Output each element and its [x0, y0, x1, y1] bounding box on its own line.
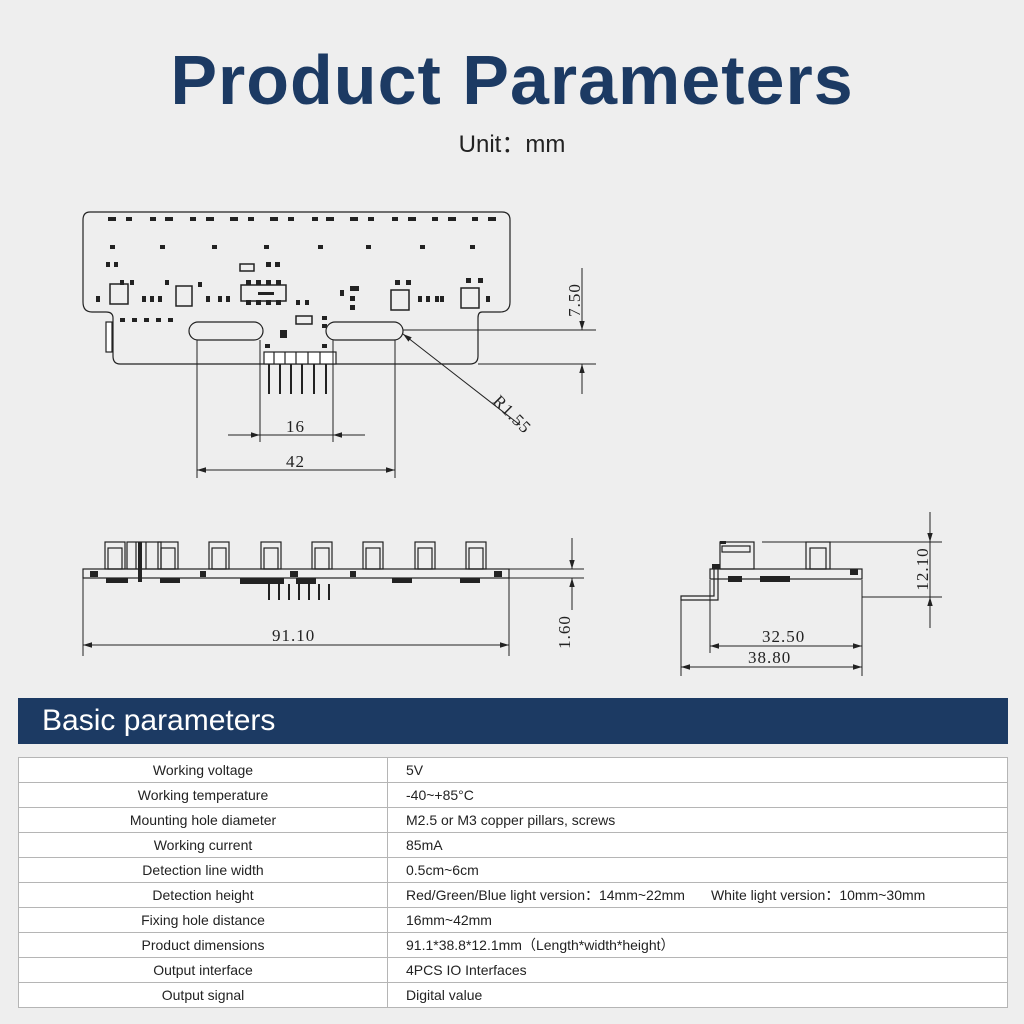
param-key: Product dimensions — [18, 932, 388, 958]
param-key: Output interface — [18, 957, 388, 983]
table-row: Detection line width 0.5cm~6cm — [18, 857, 1008, 883]
basic-parameters-header: Basic parameters — [18, 698, 1008, 744]
table-row: Working temperature -40~+85°C — [18, 782, 1008, 808]
param-key: Detection height — [18, 882, 388, 908]
table-row: Working voltage 5V — [18, 757, 1008, 783]
param-value-secondary: White light version：10mm~30mm — [710, 887, 926, 903]
param-value: 4PCS IO Interfaces — [387, 957, 1008, 983]
dim-12-10: 12.10 — [913, 547, 932, 590]
param-key: Working voltage — [18, 757, 388, 783]
page-title: Product Parameters — [170, 41, 854, 119]
dim-32-50: 32.50 — [762, 627, 805, 646]
table-row: Mounting hole diameter M2.5 or M3 copper… — [18, 807, 1008, 833]
front-parts — [90, 542, 502, 600]
table-row: Detection height Red/Green/Blue light ve… — [18, 882, 1008, 908]
mount-slot-left — [188, 321, 264, 341]
dim-7-50: 7.50 — [565, 283, 584, 317]
ic-chips — [109, 263, 480, 325]
param-value: 0.5cm~6cm — [387, 857, 1008, 883]
top-view — [82, 211, 511, 394]
dim-91-10: 91.10 — [272, 626, 315, 645]
smd-parts — [96, 262, 490, 348]
param-key: Working temperature — [18, 782, 388, 808]
param-key: Working current — [18, 832, 388, 858]
dim-42: 42 — [286, 452, 305, 471]
led-pads — [108, 217, 496, 249]
param-value: M2.5 or M3 copper pillars, screws — [387, 807, 1008, 833]
dim-16: 16 — [286, 417, 305, 436]
param-value: Digital value — [387, 982, 1008, 1008]
mount-slot-right — [325, 321, 404, 341]
dim-1-60: 1.60 — [555, 615, 574, 649]
pin-header — [263, 351, 337, 365]
section-title: Basic parameters — [42, 704, 276, 737]
table-row: Fixing hole distance 16mm~42mm — [18, 907, 1008, 933]
param-value: 91.1*38.8*12.1mm（Length*width*height） — [387, 932, 1008, 958]
header-pins — [268, 364, 327, 394]
parameters-table: Working voltage 5V Working temperature -… — [18, 757, 1008, 1008]
param-value: Red/Green/Blue light version：14mm~22mm — [406, 887, 685, 903]
unit-label: Unit：mm — [458, 131, 566, 158]
table-row: Output signal Digital value — [18, 982, 1008, 1008]
side-view-dimensions — [680, 512, 942, 676]
param-value-cell: Red/Green/Blue light version：14mm~22mm Wh… — [387, 882, 1008, 908]
param-key: Mounting hole diameter — [18, 807, 388, 833]
table-row: Working current 85mA — [18, 832, 1008, 858]
param-key: Output signal — [18, 982, 388, 1008]
front-sensors — [104, 541, 487, 570]
top-view-dimensions — [196, 268, 596, 478]
front-view-dimensions — [82, 538, 584, 656]
dim-38-80: 38.80 — [748, 648, 791, 667]
param-key: Fixing hole distance — [18, 907, 388, 933]
param-value: 5V — [387, 757, 1008, 783]
side-tab — [105, 321, 113, 353]
table-row: Output interface 4PCS IO Interfaces — [18, 957, 1008, 983]
side-parts — [712, 541, 858, 582]
side-view — [680, 541, 863, 601]
technical-drawing: 16 42 7.50 R1.55 — [82, 211, 942, 676]
param-value: 16mm~42mm — [387, 907, 1008, 933]
param-key: Detection line width — [18, 857, 388, 883]
board-outline — [82, 211, 511, 365]
dim-radius: R1.55 — [489, 391, 535, 437]
table-row: Product dimensions 91.1*38.8*12.1mm（Leng… — [18, 932, 1008, 958]
param-value: -40~+85°C — [387, 782, 1008, 808]
param-value: 85mA — [387, 832, 1008, 858]
